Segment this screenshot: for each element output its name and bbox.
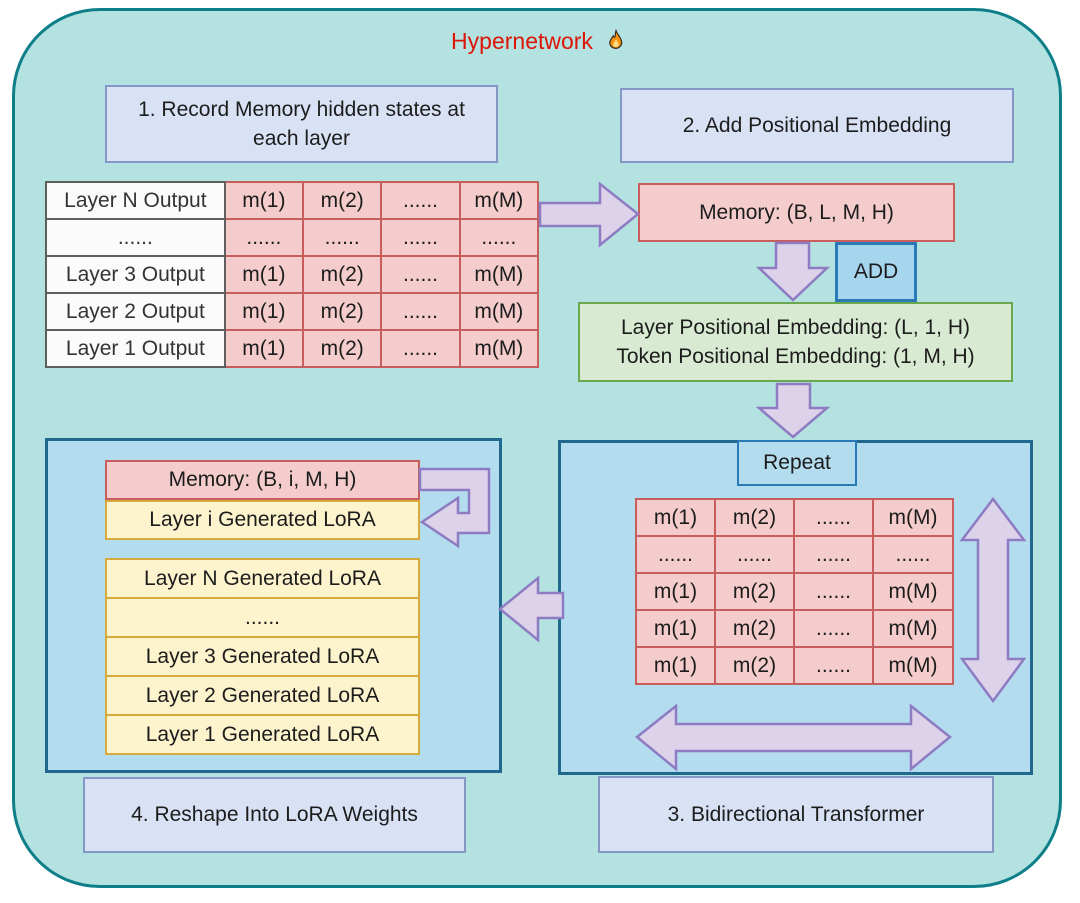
memory-cell: ...... (380, 329, 461, 368)
memory-cell: ...... (714, 535, 795, 574)
lora-stack-text: Layer 2 Generated LoRA (145, 683, 380, 707)
memory-cell: m(2) (302, 181, 383, 220)
table-row: Layer N Output m(1) m(2) ...... m(M) (45, 181, 540, 220)
memory-cell: ...... (380, 255, 461, 294)
table-row: Layer 3 Output m(1) m(2) ...... m(M) (45, 255, 540, 294)
memory-cell: m(M) (872, 572, 954, 611)
memory-cell: m(1) (223, 181, 305, 220)
memory-cell: m(M) (872, 646, 954, 685)
memory-cell: ...... (380, 181, 461, 220)
lora-stack-text: ...... (244, 605, 280, 629)
memory-cell: ...... (223, 218, 305, 257)
memory-cell: m(1) (223, 292, 305, 331)
memory-cell: ...... (380, 218, 461, 257)
memory-cell: m(M) (872, 498, 954, 537)
memory-cell: m(2) (714, 646, 795, 685)
memory-cell: ...... (793, 646, 874, 685)
lora-stack-item: Layer N Generated LoRA (105, 558, 420, 599)
table-row: m(1) m(2) ...... m(M) (635, 498, 954, 537)
memory-cell: ...... (302, 218, 383, 257)
title-text: Hypernetwork (451, 28, 593, 54)
repeat-box: Repeat (737, 440, 857, 486)
step3-label: 3. Bidirectional Transformer (598, 776, 994, 853)
table-row: Layer 1 Output m(1) m(2) ...... m(M) (45, 329, 540, 368)
step2-label: 2. Add Positional Embedding (620, 88, 1014, 163)
memory-cell: m(M) (458, 255, 540, 294)
table-row: m(1) m(2) ...... m(M) (635, 609, 954, 648)
memory-cell: m(2) (302, 292, 383, 331)
memory-bimh-text: Memory: (B, i, M, H) (168, 468, 357, 492)
row-label: Layer N Output (45, 181, 226, 220)
memory-cell: m(M) (872, 609, 954, 648)
memory-cell: m(M) (458, 329, 540, 368)
memory-cell: m(M) (458, 292, 540, 331)
lora-stack-text: Layer N Generated LoRA (144, 566, 381, 590)
lora-stack-item: Layer 1 Generated LoRA (105, 714, 420, 755)
layer-i-lora-box: Layer i Generated LoRA (105, 500, 420, 540)
token-pos-embedding-text: Token Positional Embedding: (1, M, H) (616, 345, 975, 368)
row-label: Layer 3 Output (45, 255, 226, 294)
layer-pos-embedding-text: Layer Positional Embedding: (L, 1, H) (620, 315, 970, 339)
memory-cell: m(2) (302, 255, 383, 294)
memory-cell: ...... (793, 535, 874, 574)
memory-cell: m(M) (458, 181, 540, 220)
memory-cell: m(1) (635, 609, 716, 648)
lora-stack-text: Layer 1 Generated LoRA (145, 722, 380, 746)
step2-text: 2. Add Positional Embedding (682, 113, 952, 137)
memory-cell: m(2) (302, 329, 383, 368)
add-text: ADD (853, 260, 899, 284)
add-box: ADD (835, 242, 917, 302)
memory-hidden-states-table: Layer N Output m(1) m(2) ...... m(M) ...… (45, 181, 540, 368)
memory-cell: m(2) (714, 572, 795, 611)
transformer-memory-table: m(1) m(2) ...... m(M) ...... ...... ....… (635, 498, 954, 685)
row-label: Layer 1 Output (45, 329, 226, 368)
table-row: Layer 2 Output m(1) m(2) ...... m(M) (45, 292, 540, 331)
fire-icon (609, 28, 623, 49)
table-row: ...... ...... ...... ...... (635, 535, 954, 574)
table-row: m(1) m(2) ...... m(M) (635, 646, 954, 685)
repeat-text: Repeat (763, 451, 831, 475)
memory-cell: ...... (458, 218, 540, 257)
table-row: ...... ...... ...... ...... ...... (45, 218, 540, 257)
memory-bimh-box: Memory: (B, i, M, H) (105, 460, 420, 500)
lora-stack-item: Layer 3 Generated LoRA (105, 636, 420, 677)
row-label: Layer 2 Output (45, 292, 226, 331)
memory-cell: ...... (872, 535, 954, 574)
step3-text: 3. Bidirectional Transformer (667, 802, 925, 826)
memory-cell: ...... (380, 292, 461, 331)
memory-cell: m(1) (635, 646, 716, 685)
lora-stack-item: Layer 2 Generated LoRA (105, 675, 420, 716)
memory-cell: m(1) (223, 255, 305, 294)
memory-cell: m(1) (635, 572, 716, 611)
memory-cell: ...... (635, 535, 716, 574)
lora-stack-item: ...... (105, 597, 420, 638)
step1-label: 1. Record Memory hidden states at each l… (105, 85, 498, 163)
memory-cell: m(1) (223, 329, 305, 368)
lora-stack-text: Layer 3 Generated LoRA (145, 644, 380, 668)
memory-cell: m(1) (635, 498, 716, 537)
memory-cell: m(2) (714, 498, 795, 537)
diagram-title: Hypernetwork (0, 28, 1080, 55)
layer-i-lora-text: Layer i Generated LoRA (149, 508, 376, 532)
step4-text: 4. Reshape Into LoRA Weights (131, 803, 418, 827)
table-row: m(1) m(2) ...... m(M) (635, 572, 954, 611)
step4-label: 4. Reshape Into LoRA Weights (83, 777, 466, 853)
positional-embedding-box: Layer Positional Embedding: (L, 1, H) To… (578, 302, 1013, 382)
memory-blmh-box: Memory: (B, L, M, H) (638, 183, 955, 242)
memory-cell: ...... (793, 609, 874, 648)
memory-blmh-text: Memory: (B, L, M, H) (699, 200, 894, 224)
memory-cell: ...... (793, 498, 874, 537)
memory-cell: m(2) (714, 609, 795, 648)
memory-cell: ...... (793, 572, 874, 611)
row-label: ...... (45, 218, 226, 257)
lora-stack: Layer N Generated LoRA ...... Layer 3 Ge… (105, 558, 420, 755)
step1-text: 1. Record Memory hidden states at each l… (138, 97, 465, 150)
